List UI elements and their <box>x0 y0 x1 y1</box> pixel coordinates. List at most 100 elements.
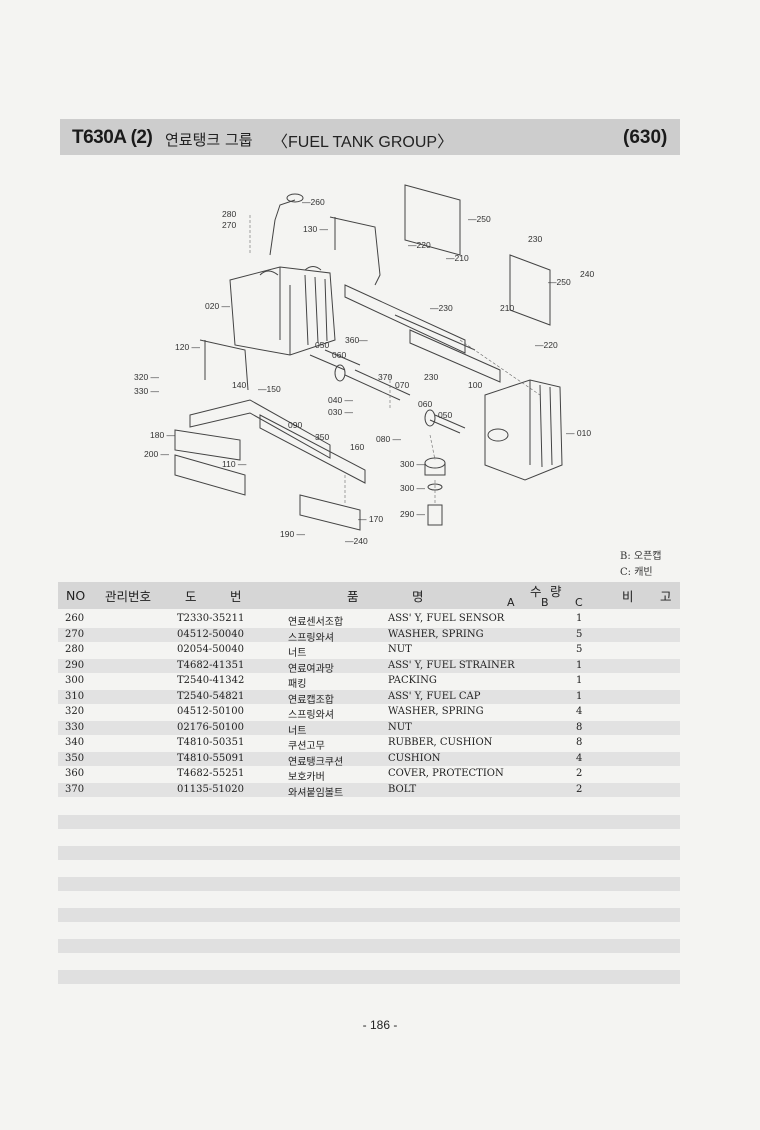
table-header-band <box>58 582 680 609</box>
callout-320: 320 — <box>134 372 160 382</box>
callout-130: 130 — <box>303 224 329 234</box>
korean-name: 연료캡조합 <box>288 694 334 706</box>
quantity: 4 <box>576 706 583 717</box>
callout-230c: 230 <box>424 372 438 382</box>
part-code: T2540-41342 <box>177 675 245 686</box>
korean-title: 연료탱크 그룹 <box>165 131 253 149</box>
english-title: 〈FUEL TANK GROUP〉 <box>272 134 454 151</box>
quantity: 1 <box>576 613 583 624</box>
quantity: 8 <box>576 737 583 748</box>
callout-090: 090 <box>288 420 302 430</box>
korean-name: 와셔붙임볼트 <box>288 787 344 799</box>
callout-250b: —250 <box>548 277 571 287</box>
part-code: T4682-55251 <box>177 768 245 779</box>
callout-350: 350 <box>315 432 329 442</box>
callout-140: 140 <box>232 380 246 390</box>
part-number-ref: 330 <box>65 721 85 733</box>
col-header-qty-a: A <box>507 596 515 609</box>
english-name: RUBBER, CUSHION <box>388 737 493 748</box>
empty-row-band <box>58 908 680 922</box>
col-header-qty-c: C <box>575 596 583 609</box>
col-header-qty-1: 수 <box>530 584 542 599</box>
callout-240b: —240 <box>345 536 368 546</box>
col-header-name-2: 명 <box>412 589 424 604</box>
korean-name: 보호카버 <box>288 772 325 783</box>
english-name: WASHER, SPRING <box>388 628 484 640</box>
part-number-ref: 280 <box>65 644 85 655</box>
model-code: T630A (2) <box>72 127 153 148</box>
english-name: ASS' Y, FUEL SENSOR <box>388 613 505 624</box>
english-name: ASS' Y, FUEL CAP <box>388 690 481 702</box>
callout-360: 360— <box>345 335 368 345</box>
korean-name: 너트 <box>288 725 307 737</box>
callout-160: 160 <box>350 442 364 452</box>
callout-190: 190 — <box>280 529 306 539</box>
part-number-ref: 300 <box>65 675 85 686</box>
callout-170: — 170 <box>358 514 383 524</box>
korean-name: 쿠션고무 <box>288 741 325 752</box>
callout-080: 080 — <box>376 434 402 444</box>
quantity: 2 <box>576 783 583 795</box>
callout-220b: —220 <box>535 340 558 350</box>
korean-name: 너트 <box>288 648 307 659</box>
table-row: 310 T2540-54821 연료캡조합 ASS' Y, FUEL CAP 1 <box>58 689 680 706</box>
callout-210b: 210 <box>500 303 514 313</box>
english-name: WASHER, SPRING <box>388 706 484 717</box>
part-code: 04512-50100 <box>177 706 245 717</box>
part-code: 01135-51020 <box>177 783 245 795</box>
callout-210a: —210 <box>446 253 469 263</box>
col-header-qty-b: B <box>541 596 549 609</box>
quantity: 4 <box>576 752 583 764</box>
callout-120: 120 — <box>175 342 201 352</box>
callout-110: 110 — <box>222 459 247 469</box>
legend-b: B: 오픈캡 <box>620 551 662 562</box>
callout-060b: 060 <box>418 399 432 409</box>
part-number-ref: 320 <box>65 706 85 717</box>
callout-370: 370 <box>378 372 392 382</box>
col-header-name-1: 품 <box>347 589 359 604</box>
part-code: T2540-54821 <box>177 690 245 702</box>
callout-250a: —250 <box>468 214 491 224</box>
empty-row-band <box>58 877 680 891</box>
col-header-drawing-1: 도 <box>185 589 197 604</box>
quantity: 8 <box>576 721 583 733</box>
quantity: 5 <box>576 644 583 655</box>
part-code: 04512-50040 <box>177 628 245 640</box>
empty-row-band <box>58 815 680 829</box>
callout-200: 200 — <box>144 449 170 459</box>
english-name: BOLT <box>388 783 417 795</box>
part-number-ref: 290 <box>65 659 85 671</box>
callout-270: 270 <box>222 220 236 230</box>
quantity: 1 <box>576 690 583 702</box>
english-name: CUSHION <box>388 752 441 764</box>
callout-240a: 240 <box>580 269 594 279</box>
empty-row-band <box>58 939 680 953</box>
col-header-drawing-2: 번 <box>230 589 242 604</box>
part-code: T4810-50351 <box>177 737 245 748</box>
quantity: 1 <box>576 659 583 671</box>
callout-060a: 060 <box>332 350 346 360</box>
callout-180: 180 — <box>150 430 176 440</box>
table-row: 280 02054-50040 너트 NUT 5 <box>58 643 680 659</box>
page-code: (630) <box>623 127 668 148</box>
part-number-ref: 360 <box>65 768 85 779</box>
korean-name: 스프링와셔 <box>288 632 334 644</box>
quantity: 5 <box>576 628 583 640</box>
callout-150: —150 <box>258 384 281 394</box>
part-code: 02054-50040 <box>177 644 245 655</box>
part-code: 02176-50100 <box>177 721 245 733</box>
callout-230a: 230 <box>528 234 542 244</box>
english-name: PACKING <box>388 675 437 686</box>
korean-name: 연료센서조합 <box>288 617 344 628</box>
title-bar <box>60 119 680 155</box>
callout-290: 290 — <box>400 509 426 519</box>
exploded-parts-diagram: —260 280 270 130 — —250 —220 —210 230 24… <box>134 184 594 546</box>
english-name: NUT <box>388 721 412 733</box>
english-name: NUT <box>388 644 412 655</box>
part-number-ref: 310 <box>65 690 85 702</box>
